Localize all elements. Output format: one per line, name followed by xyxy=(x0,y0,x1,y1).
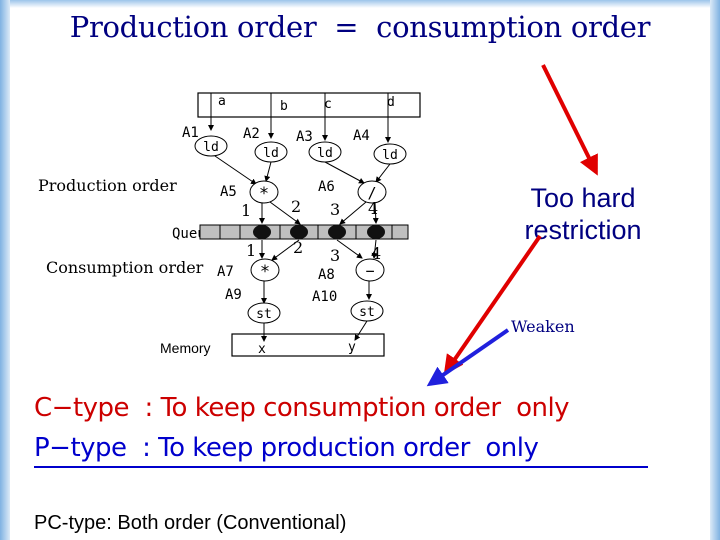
arrow-to-c-type xyxy=(443,234,542,376)
node-a9-id: A9 xyxy=(225,287,242,303)
node-a5-op: * xyxy=(259,184,269,204)
node-a8-id: A8 xyxy=(318,267,335,283)
edge-a10-y xyxy=(354,320,368,341)
input-box xyxy=(197,92,421,118)
input-c-label: c xyxy=(324,97,332,112)
node-a1 xyxy=(194,135,228,157)
production-number-3: 3 xyxy=(330,200,340,219)
node-a7 xyxy=(250,258,280,282)
edge-a6-queue-2 xyxy=(372,202,379,224)
production-number-4: 4 xyxy=(368,199,378,218)
node-a3-id: A3 xyxy=(296,129,313,145)
edge-a6-queue xyxy=(339,201,367,225)
pc-type-rule: PC-type: Both order (Conventional) xyxy=(34,512,347,534)
arrow-to-too-hard xyxy=(541,64,598,176)
edge-a2-a5 xyxy=(264,161,272,182)
node-a6 xyxy=(357,180,387,204)
consumption-number-3: 3 xyxy=(330,246,340,265)
consumption-order-label: Consumption order xyxy=(46,258,204,277)
production-number-1: 1 xyxy=(241,201,251,220)
production-number-2: 2 xyxy=(291,197,301,216)
node-a1-id: A1 xyxy=(182,125,199,141)
node-a7-op: * xyxy=(260,262,270,282)
production-order-label: Production order xyxy=(38,176,177,195)
node-a8 xyxy=(355,258,385,282)
edge-queue-a7-2 xyxy=(271,239,300,261)
frame-top-edge xyxy=(0,0,720,8)
node-a10-op: st xyxy=(359,305,375,320)
output-x-label: x xyxy=(258,342,266,357)
node-a5 xyxy=(249,180,279,204)
node-a9-op: st xyxy=(256,307,272,322)
too-hard-line-2: restriction xyxy=(524,215,641,245)
frame-left-edge xyxy=(0,0,10,540)
node-a10-id: A10 xyxy=(312,289,337,305)
p-type-rule: P−type : To keep production order only xyxy=(34,433,539,463)
edge-queue-a8 xyxy=(336,239,363,259)
consumption-number-4: 4 xyxy=(371,244,381,263)
node-a2-op: ld xyxy=(263,146,279,161)
input-a-label: a xyxy=(218,94,226,109)
input-d-label: d xyxy=(387,95,395,110)
consumption-number-1: 1 xyxy=(246,241,256,260)
c-type-rule: C−type : To keep consumption order only xyxy=(34,393,570,423)
node-a4-id: A4 xyxy=(353,128,370,144)
arrow-weaken xyxy=(426,328,510,387)
edge-queue-a8-2 xyxy=(371,239,378,259)
consumption-number-2: 2 xyxy=(293,238,303,257)
edge-a5-queue-2 xyxy=(269,201,301,225)
memory-box xyxy=(231,333,385,357)
memory-label: Memory xyxy=(160,340,211,356)
node-a1-op: ld xyxy=(203,140,219,155)
edge-a4-a6 xyxy=(375,163,391,183)
node-a6-op: / xyxy=(367,184,376,202)
input-b-label: b xyxy=(280,99,288,114)
frame-right-edge xyxy=(710,0,720,540)
node-a8-op: − xyxy=(365,262,374,280)
node-a7-id: A7 xyxy=(217,264,234,280)
output-y-label: y xyxy=(348,340,356,355)
too-hard-line-1: Too hard xyxy=(530,183,635,213)
edge-a3-a6 xyxy=(324,161,365,184)
p-type-underline xyxy=(34,466,648,468)
node-a6-id: A6 xyxy=(318,179,335,195)
slide-title: Production order = consumption order xyxy=(69,10,651,44)
node-a3-op: ld xyxy=(317,146,333,161)
node-a2-id: A2 xyxy=(243,126,260,142)
queue xyxy=(199,224,409,240)
edge-a1-a5 xyxy=(214,155,257,185)
node-a5-id: A5 xyxy=(220,184,237,200)
weaken-label: Weaken xyxy=(511,317,575,336)
node-a4-op: ld xyxy=(382,148,398,163)
